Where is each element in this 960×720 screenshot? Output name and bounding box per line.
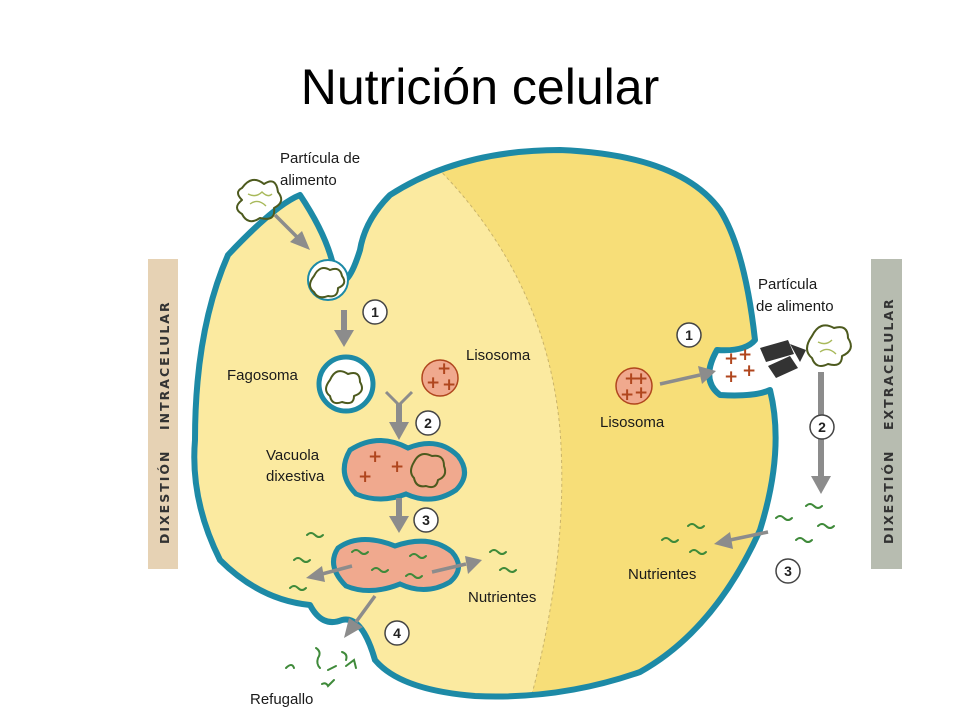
vacuole-plus-1: + xyxy=(368,447,382,467)
band-left-word-2: INTRACELULAR xyxy=(157,300,172,430)
step-1-right: 1 xyxy=(676,322,702,348)
nutrient-free-3 xyxy=(306,532,324,538)
vacuola-label-2: dixestiva xyxy=(266,468,325,485)
lisosoma-label-right: Lisosoma xyxy=(600,414,665,431)
arrow-step-3-left xyxy=(389,498,409,533)
nutrient-ext-4 xyxy=(795,537,813,543)
lysosome-left-plus-2: + xyxy=(426,373,440,393)
particle-label-left-2: alimento xyxy=(280,172,337,189)
ext-plus-2: + xyxy=(738,345,752,365)
lysosome-right xyxy=(615,367,653,405)
step-2-right-number: 2 xyxy=(818,419,826,435)
page-title: Nutrición celular xyxy=(300,59,660,115)
lysosome-left-plus-3: + xyxy=(442,375,456,395)
ext-plus-4: + xyxy=(742,361,756,381)
lisosoma-label-left: Lisosoma xyxy=(466,347,531,364)
particle-label-left-1: Partícula de xyxy=(280,150,360,167)
ext-plus-1: + xyxy=(724,349,738,369)
nutrient-int-2 xyxy=(687,523,705,529)
nutrient-vac-4 xyxy=(405,573,423,579)
step-2-left: 2 xyxy=(415,410,441,436)
cell xyxy=(191,147,779,700)
particle-label-right-1: Partícula xyxy=(758,276,818,293)
refugallo-label: Refugallo xyxy=(250,691,313,708)
arrow-nutrients-left-out xyxy=(306,564,353,582)
step-1-left-number: 1 xyxy=(371,304,379,320)
arrow-step-4-waste xyxy=(344,594,377,638)
lysosome-right-plus-4: + xyxy=(634,383,648,403)
nutrient-vacuole xyxy=(331,537,461,593)
nutrient-vac-3 xyxy=(409,553,427,559)
nutrientes-label-right: Nutrientes xyxy=(628,566,696,583)
intracellular-band: DIXESTIÓN INTRACELULAR xyxy=(148,259,178,569)
lysosome-left-plus-1: + xyxy=(437,359,451,379)
arrow-fusion xyxy=(384,390,414,440)
arrow-food-in xyxy=(273,213,310,250)
nutrientes-label-left: Nutrientes xyxy=(468,589,536,606)
vacuole-plus-3: + xyxy=(358,467,372,487)
lysosome-right-plus-3: + xyxy=(620,385,634,405)
particle-label-right-2: de alimento xyxy=(756,298,834,315)
food-particle-left xyxy=(236,178,283,223)
band-right-word-2: EXTRACELULAR xyxy=(881,297,896,430)
intracellular-band-bg xyxy=(148,259,178,569)
step-3-left: 3 xyxy=(413,507,439,533)
band-left-word-1: DIXESTIÓN xyxy=(157,450,172,544)
nutrient-free-2 xyxy=(289,585,307,591)
nutrient-free-1 xyxy=(293,557,311,563)
nutrient-ext-3 xyxy=(817,523,835,529)
food-particle-engulfed xyxy=(309,267,346,299)
step-1-right-number: 1 xyxy=(685,327,693,343)
arrow-nutrients-ext-in xyxy=(714,530,769,549)
vacuole-plus-2: + xyxy=(390,457,404,477)
step-4-left: 4 xyxy=(384,620,410,646)
cell-membrane xyxy=(191,147,779,700)
nutrient-int-3 xyxy=(689,549,707,555)
ext-plus-3: + xyxy=(724,367,738,387)
extracellular-band-bg xyxy=(871,259,902,569)
arrow-nutrients-right-out xyxy=(431,556,482,574)
food-particle-phagosome xyxy=(325,370,363,405)
fagosoma-label: Fagosoma xyxy=(227,367,299,384)
nutrient-free-4 xyxy=(489,549,507,555)
food-particle-vacuole xyxy=(410,453,447,489)
arrow-lysosome-secrete xyxy=(659,366,716,386)
vacuola-label-1: Vacuola xyxy=(266,447,320,464)
extracellular-half xyxy=(408,150,776,697)
food-particle-right xyxy=(806,324,852,367)
step-4-left-number: 4 xyxy=(393,625,401,641)
nutrient-ext-2 xyxy=(805,503,823,509)
nutrient-vac-1 xyxy=(351,549,369,555)
nutrient-vac-2 xyxy=(371,567,389,573)
step-3-right: 3 xyxy=(775,558,801,584)
step-2-right: 2 xyxy=(809,414,835,440)
step-3-left-number: 3 xyxy=(422,512,430,528)
arrow-step-1-left xyxy=(334,310,354,347)
step-3-right-number: 3 xyxy=(784,563,792,579)
phagosome xyxy=(316,354,376,414)
step-2-left-number: 2 xyxy=(424,415,432,431)
digested-fragments-right xyxy=(760,340,806,378)
lysosome-right-plus-2: + xyxy=(634,369,648,389)
lysosome-right-plus-1: + xyxy=(624,369,638,389)
extracellular-band: DIXESTIÓN EXTRACELULAR xyxy=(871,259,902,569)
lysosome-left xyxy=(421,359,459,397)
band-right-word-1: DIXESTIÓN xyxy=(881,450,896,544)
nutrient-free-5 xyxy=(499,567,517,573)
nutrient-int-1 xyxy=(661,537,679,543)
waste-fragments xyxy=(285,647,357,688)
nutrient-ext-1 xyxy=(775,515,793,521)
step-1-left: 1 xyxy=(362,299,388,325)
